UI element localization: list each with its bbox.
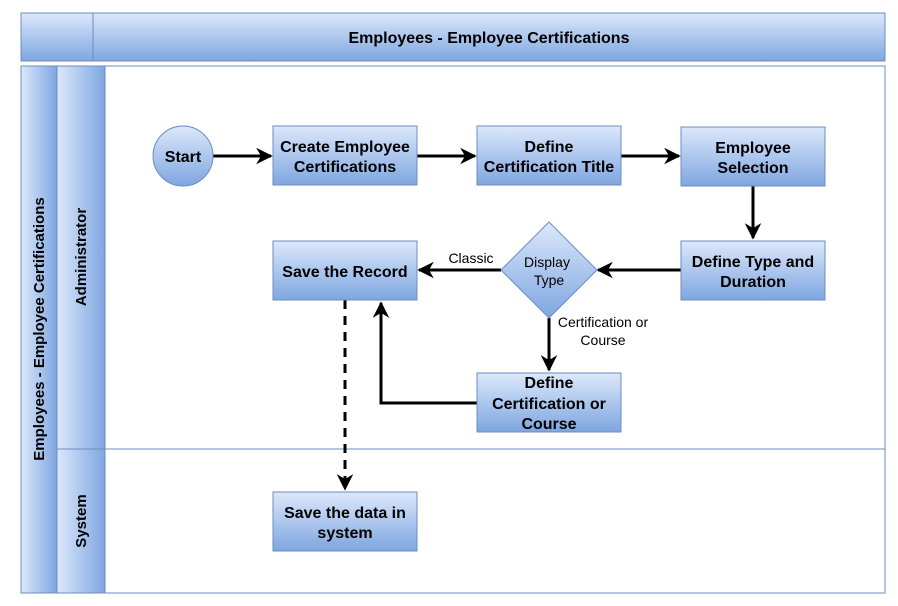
employee-selection-node	[680, 126, 826, 187]
display-type-label-2: Type	[534, 272, 565, 288]
create-certifications-label-2: Certifications	[294, 159, 396, 176]
define-type-label-1: Define Type and	[692, 254, 814, 271]
define-title-label-1: Define	[525, 139, 574, 156]
lane-administrator-header	[56, 65, 106, 450]
lane-administrator-label: Administrator	[73, 208, 90, 307]
pool-header	[20, 65, 58, 594]
pool-title: Employees - Employee Certifications	[31, 197, 48, 460]
edge-label-classic: Classic	[448, 250, 493, 266]
define-cert-label-1: Define	[525, 375, 574, 392]
display-type-decision	[500, 221, 598, 319]
display-type-label-1: Display	[524, 254, 570, 270]
define-cert-label-2: Certification or	[492, 396, 606, 413]
create-certifications-label-1: Create Employee	[280, 139, 410, 156]
employee-selection-label-1: Employee	[715, 140, 791, 157]
edge-label-cert-course-2: Course	[580, 332, 625, 348]
save-data-label-2: system	[317, 525, 372, 542]
define-cert-node	[476, 372, 622, 433]
define-type-node	[680, 240, 826, 301]
save-record-label: Save the Record	[282, 264, 407, 281]
header-title: Employees - Employee Certifications	[349, 30, 630, 47]
header-corner	[20, 12, 94, 62]
define-title-node	[476, 125, 622, 186]
start-label: Start	[165, 149, 202, 166]
save-record-node	[272, 240, 418, 301]
edge-define-cert-save	[372, 301, 477, 405]
header-bar	[92, 12, 886, 62]
employee-selection-label-2: Selection	[717, 160, 788, 177]
define-title-label-2: Certification Title	[484, 159, 614, 176]
start-node	[152, 125, 214, 187]
save-data-node	[272, 491, 418, 552]
define-type-label-2: Duration	[720, 274, 786, 291]
create-certifications-node	[272, 125, 418, 186]
save-data-label-1: Save the data in	[284, 505, 406, 522]
edge-label-cert-course-1: Certification or	[558, 314, 649, 330]
define-cert-label-3: Course	[521, 416, 576, 433]
lane-system-header	[56, 448, 106, 594]
lane-system-label: System	[73, 494, 90, 547]
